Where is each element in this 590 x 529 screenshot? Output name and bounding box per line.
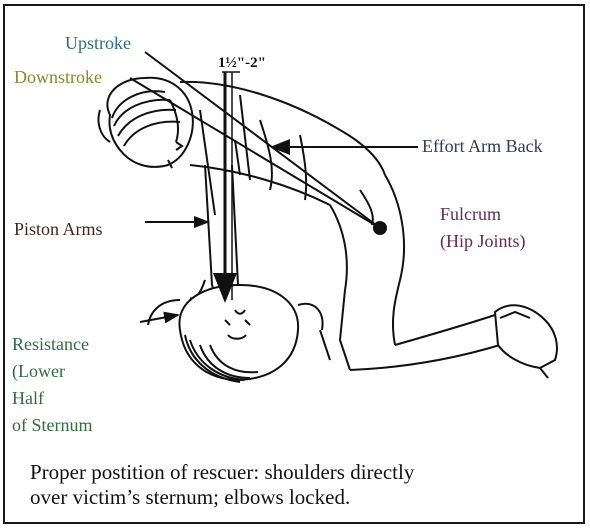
resistance-arrow xyxy=(140,315,178,322)
downstroke-label: Downstroke xyxy=(14,66,102,88)
resistance-line4: of Sternum xyxy=(12,414,93,436)
effort-arm-label: Effort Arm Back xyxy=(422,135,543,157)
caption: Proper postition of rescuer: shoulders d… xyxy=(30,460,570,510)
resistance-line2: (Lower xyxy=(12,360,65,382)
victim-head-icon xyxy=(148,285,330,382)
caption-line-2: over victim’s sternum; elbows locked. xyxy=(30,485,570,510)
caption-line-1: Proper postition of rescuer: shoulders d… xyxy=(30,460,570,485)
fulcrum-sublabel: (Hip Joints) xyxy=(440,230,526,252)
resistance-line3: Half xyxy=(12,387,44,409)
piston-arms-label: Piston Arms xyxy=(14,218,103,240)
fulcrum-label: Fulcrum xyxy=(440,203,501,225)
resistance-label: Resistance xyxy=(12,333,89,355)
rescuer-body-icon xyxy=(180,82,404,290)
measure-label: 1½"-2" xyxy=(218,52,266,74)
rescuer-head-icon xyxy=(98,78,192,168)
rescuer-arms-icon xyxy=(190,165,250,299)
upstroke-label: Upstroke xyxy=(65,32,131,54)
